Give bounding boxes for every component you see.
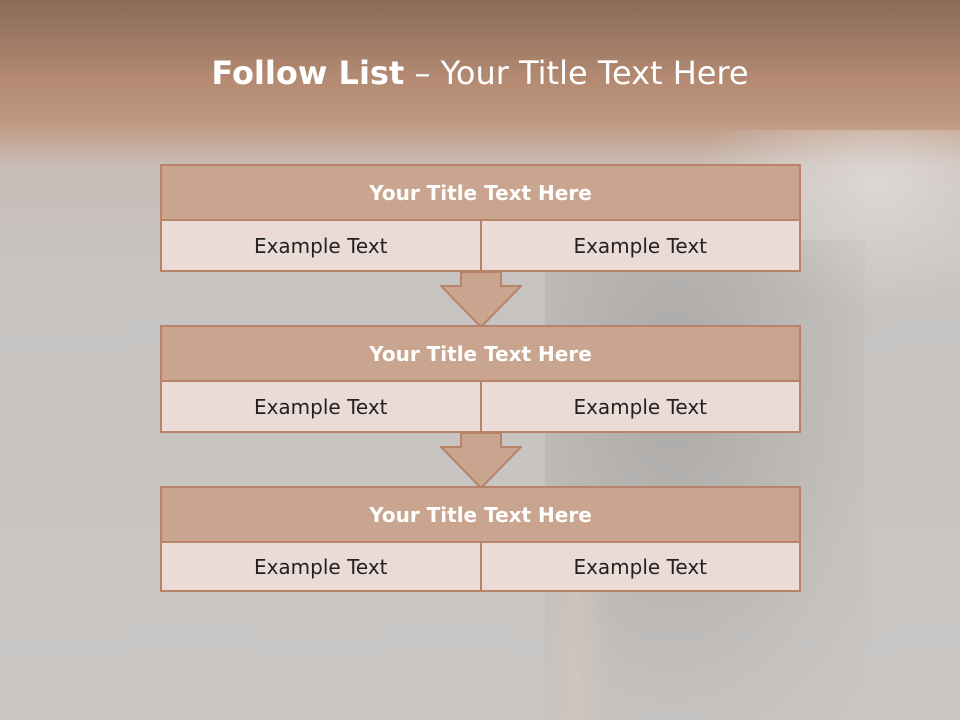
slide-title-bold: Follow List: [211, 54, 405, 92]
step-box-title: Your Title Text Here: [162, 327, 799, 382]
down-arrow-icon: [440, 433, 522, 489]
step-box-1: Your Title Text Here Example Text Exampl…: [160, 164, 801, 272]
step-box-title: Your Title Text Here: [162, 488, 799, 543]
step-box-cell-left: Example Text: [162, 543, 480, 590]
step-box-cell-left: Example Text: [162, 221, 480, 270]
step-box-cell-right: Example Text: [479, 382, 799, 431]
step-box-cell-left: Example Text: [162, 382, 480, 431]
step-box-2: Your Title Text Here Example Text Exampl…: [160, 325, 801, 433]
slide-title-rest: – Your Title Text Here: [404, 54, 749, 92]
step-box-cell-right: Example Text: [479, 221, 799, 270]
step-box-title: Your Title Text Here: [162, 166, 799, 221]
down-arrow-icon: [440, 272, 522, 328]
step-box-cell-right: Example Text: [479, 543, 799, 590]
step-box-3: Your Title Text Here Example Text Exampl…: [160, 486, 801, 592]
slide-title: Follow List – Your Title Text Here: [0, 54, 960, 92]
